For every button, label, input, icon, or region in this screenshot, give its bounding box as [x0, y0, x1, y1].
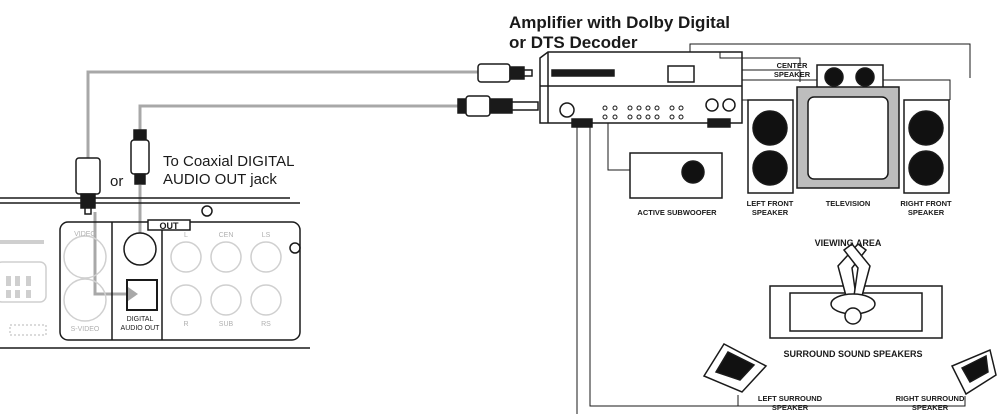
dvd-panel-decor	[0, 240, 44, 298]
right-front-label-2: SPEAKER	[908, 208, 945, 217]
coaxial-plug-dvd	[130, 129, 150, 185]
jack-label-cen: CEN	[219, 232, 234, 239]
jack-label-video: VIDEO	[74, 231, 96, 238]
left-surround-label-2: SPEAKER	[772, 403, 809, 412]
optical-cable-path	[86, 70, 478, 158]
coaxial-cable-path	[138, 104, 458, 130]
center-speaker-label-1: CENTER	[777, 61, 808, 70]
amplifier-buttons	[602, 105, 684, 120]
television	[796, 86, 900, 189]
viewer-person	[830, 242, 876, 325]
left-surround-speaker	[702, 343, 768, 393]
left-front-label-2: SPEAKER	[752, 208, 789, 217]
jack-label-ls: LS	[262, 232, 271, 239]
jack-label-rs: RS	[261, 321, 271, 328]
right-surround-speaker	[950, 348, 997, 396]
coaxial-label-line1: To Coaxial DIGITAL	[163, 153, 294, 170]
television-label: TELEVISION	[826, 199, 871, 208]
dvd-player-back-panel	[0, 197, 310, 349]
coaxial-plug-amp	[457, 95, 539, 117]
active-subwoofer	[629, 152, 723, 199]
left-surround-label-1: LEFT SURROUND	[758, 394, 823, 403]
jack-label-sub: SUB	[219, 321, 234, 328]
right-surround-label-2: SPEAKER	[912, 403, 949, 412]
right-front-speaker	[903, 99, 950, 194]
digital-cables	[86, 70, 478, 296]
out-label: OUT	[160, 221, 180, 231]
amplifier-title-line1: Amplifier with Dolby Digital	[509, 13, 730, 32]
or-label: or	[110, 173, 123, 190]
right-front-label-1: RIGHT FRONT	[900, 199, 952, 208]
digital-signal-path-long	[93, 212, 128, 296]
right-surround-label-1: RIGHT SURROUND	[896, 394, 965, 403]
jack-label-digital-1: DIGITAL	[127, 316, 154, 323]
jack-label-digital-2: AUDIO OUT	[121, 325, 161, 332]
surround-speakers-label: SURROUND SOUND SPEAKERS	[783, 349, 922, 359]
arrow-to-digital-jack	[128, 287, 138, 301]
amplifier	[539, 51, 743, 128]
jack-label-l: L	[184, 232, 188, 239]
left-front-speaker	[747, 99, 794, 194]
optical-plug-dvd	[75, 157, 101, 215]
amplifier-title-line2: or DTS Decoder	[509, 33, 638, 52]
center-speaker-label-2: SPEAKER	[774, 70, 811, 79]
subwoofer-label: ACTIVE SUBWOOFER	[637, 208, 717, 217]
diagram-labels: Amplifier with Dolby Digital or DTS Deco…	[71, 13, 965, 412]
center-speaker	[816, 64, 884, 91]
jack-label-svideo: S-VIDEO	[71, 326, 100, 333]
coaxial-label-line2: AUDIO OUT jack	[163, 171, 277, 188]
jack-label-r: R	[183, 321, 188, 328]
left-front-label-1: LEFT FRONT	[747, 199, 794, 208]
optical-plug-amp	[477, 63, 533, 83]
viewing-area-label: VIEWING AREA	[815, 238, 882, 248]
